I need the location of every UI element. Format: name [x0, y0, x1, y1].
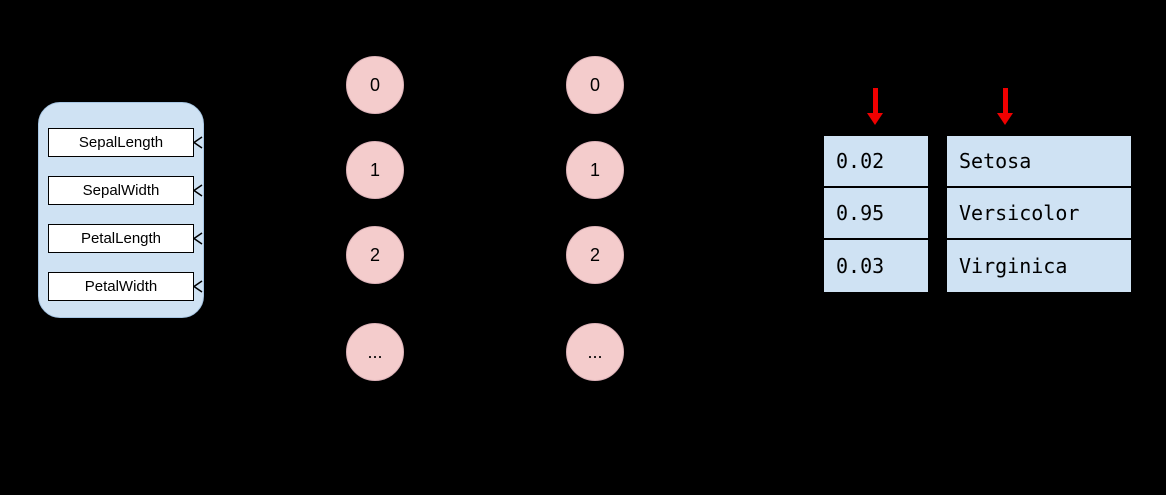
feature-label: SepalWidth: [82, 182, 160, 199]
hidden-node: 2: [566, 226, 624, 284]
arrowhead-left-icon: [193, 232, 203, 245]
hidden-node: ...: [346, 323, 404, 381]
arrowhead-left-icon: [193, 280, 203, 293]
probability-value: 0.03: [836, 254, 885, 278]
hidden-layer-1: 0 1 2 ...: [346, 0, 404, 495]
probability-value: 0.02: [836, 149, 885, 173]
arrowhead-left-icon: [193, 184, 203, 197]
hidden-node: 1: [566, 141, 624, 199]
hidden-node: 0: [566, 56, 624, 114]
node-label: ...: [587, 341, 603, 362]
probabilities-table: 0.02 0.95 0.03: [822, 134, 930, 294]
class-label: Versicolor: [959, 201, 1080, 225]
classes-table: Setosa Versicolor Virginica: [945, 134, 1133, 294]
feature-label: PetalWidth: [84, 278, 158, 295]
hidden-layer-2: 0 1 2 ...: [566, 0, 624, 495]
feature-box: PetalLength: [48, 224, 194, 253]
feature-label: PetalLength: [80, 230, 162, 247]
node-label: 2: [369, 244, 380, 265]
table-row: 0.95: [824, 188, 928, 240]
hidden-node: 0: [346, 56, 404, 114]
table-row: 0.03: [824, 240, 928, 292]
hidden-node: ...: [566, 323, 624, 381]
table-row: Setosa: [947, 136, 1131, 188]
feature-box: PetalWidth: [48, 272, 194, 301]
node-label: ...: [367, 341, 383, 362]
feature-row: PetalWidth: [48, 272, 204, 301]
red-down-arrow-icon: [867, 88, 883, 126]
node-label: 1: [589, 159, 600, 180]
class-label: Virginica: [959, 254, 1068, 278]
node-label: 1: [369, 159, 380, 180]
node-label: 0: [589, 74, 600, 95]
hidden-node: 2: [346, 226, 404, 284]
node-label: 2: [589, 244, 600, 265]
probability-value: 0.95: [836, 201, 885, 225]
arrow-shaft: [872, 88, 878, 113]
arrow-shaft: [1002, 88, 1008, 113]
input-features-panel: SepalLength SepalWidth PetalLength: [38, 102, 204, 318]
red-down-arrow-icon: [997, 88, 1013, 126]
feature-box: SepalWidth: [48, 176, 194, 205]
feature-row: SepalWidth: [48, 176, 204, 205]
arrow-head: [867, 113, 883, 125]
feature-row: PetalLength: [48, 224, 204, 253]
table-row: Versicolor: [947, 188, 1131, 240]
table-row: Virginica: [947, 240, 1131, 292]
class-label: Setosa: [959, 149, 1032, 173]
feature-box: SepalLength: [48, 128, 194, 157]
arrow-head: [997, 113, 1013, 125]
arrowhead-left-icon: [193, 136, 203, 149]
node-label: 0: [369, 74, 380, 95]
feature-label: SepalLength: [78, 134, 164, 151]
table-row: 0.02: [824, 136, 928, 188]
feature-row: SepalLength: [48, 128, 204, 157]
hidden-node: 1: [346, 141, 404, 199]
